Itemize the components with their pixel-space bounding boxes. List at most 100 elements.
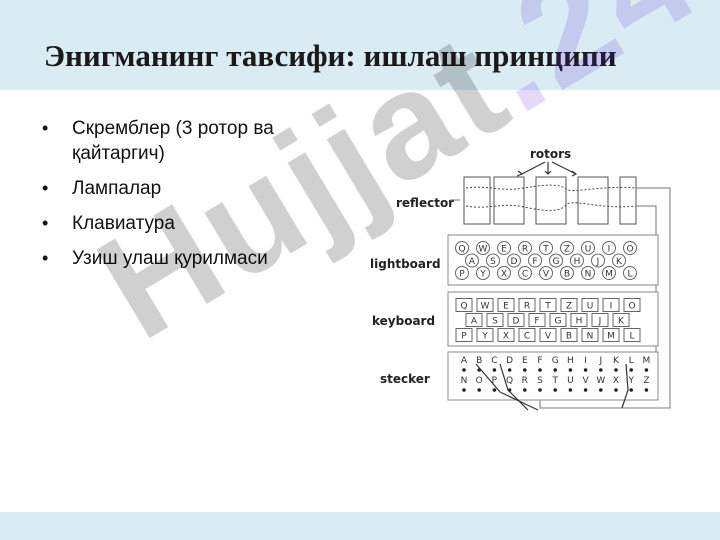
stecker-socket	[583, 368, 588, 372]
key-shape	[602, 328, 620, 342]
stecker-letter: F	[537, 356, 542, 366]
lamp-shape	[528, 253, 542, 268]
stecker-letter: C	[491, 356, 497, 366]
key-shape	[528, 313, 546, 327]
lamp-letter: F	[532, 257, 537, 267]
stecker-letter: K	[613, 356, 620, 366]
stecker-socket	[523, 388, 527, 392]
bullet-text: Скремблер (3 ротор ва қайтаргич)	[72, 118, 274, 164]
lamp-letter: Q	[458, 245, 465, 255]
bullet-item: •Узиш улаш қурилмаси	[40, 246, 315, 271]
key-letter: H	[576, 317, 583, 327]
stecker-letter: W	[596, 376, 605, 386]
lamp-letter: K	[616, 257, 623, 267]
lamp-letter: Z	[564, 245, 570, 255]
lamp-shape	[570, 253, 584, 268]
key-shape	[623, 298, 641, 312]
rotor-wiring	[465, 184, 637, 211]
lamp-shape	[518, 266, 532, 280]
stecker-letter: E	[522, 356, 528, 366]
lamp-letter: S	[490, 257, 496, 267]
bullet-item: •Лампалар	[40, 176, 315, 201]
lamp-letter: P	[459, 270, 465, 280]
stecker-socket	[644, 368, 649, 372]
stecker-socket	[492, 368, 497, 372]
stecker-socket	[538, 388, 542, 392]
bullet-dot-icon: •	[42, 178, 49, 198]
key-shape	[455, 328, 473, 342]
label-stecker: stecker	[380, 372, 430, 386]
key-letter: F	[534, 317, 539, 327]
stecker-socket	[568, 368, 573, 372]
lamp-shape	[497, 266, 511, 280]
key-shape	[623, 328, 641, 342]
bullet-list: •Скремблер (3 ротор ва қайтаргич) •Лампа…	[40, 116, 315, 281]
footer-band	[0, 512, 720, 540]
stecker-panel	[447, 351, 659, 401]
lamp-letter: O	[626, 245, 633, 255]
rotor-middle	[535, 176, 567, 225]
stecker-letter: Q	[506, 376, 513, 386]
lamp-letter: B	[564, 270, 570, 280]
lamp-shape	[497, 241, 511, 255]
key-shape	[560, 298, 578, 312]
key-letter: O	[628, 302, 635, 312]
key-shape	[539, 298, 557, 312]
lamp-shape	[507, 253, 521, 268]
enigma-diagram: rotors reflector lightboard keyboard ste…	[370, 147, 671, 411]
key-shape	[486, 313, 504, 327]
key-letter: J	[598, 317, 602, 327]
entry-wheel	[619, 176, 637, 225]
label-lightboard: lightboard	[370, 257, 441, 271]
lamp-letter: E	[501, 245, 507, 255]
bullet-item: •Скремблер (3 ротор ва қайтаргич)	[40, 116, 315, 166]
stecker-socket	[462, 368, 466, 372]
lamp-letter: X	[501, 270, 507, 280]
lamp-letter: V	[543, 270, 550, 280]
lamp-shape	[465, 253, 479, 268]
key-letter: L	[629, 332, 634, 342]
stecker-letter: D	[506, 356, 513, 366]
lamp-letter: I	[608, 245, 611, 255]
key-shape	[518, 328, 536, 342]
stecker-letter: X	[613, 376, 619, 386]
stecker-socket	[614, 388, 618, 392]
key-letter: P	[461, 332, 467, 342]
stecker-socket	[538, 368, 542, 372]
lamp-shape	[455, 241, 469, 255]
label-reflector: reflector	[396, 196, 454, 210]
key-letter: C	[524, 332, 530, 342]
key-letter: V	[545, 332, 552, 342]
stecker-letter: S	[537, 376, 543, 386]
lamp-shape	[602, 266, 616, 280]
key-letter: T	[544, 302, 551, 312]
key-shape	[518, 298, 536, 312]
stecker-socket	[492, 388, 497, 392]
key-shape	[476, 298, 494, 312]
rotor-arrows	[516, 161, 578, 177]
stecker-letter: H	[567, 356, 574, 366]
lamp-letter: C	[522, 270, 528, 280]
stecker-socket	[599, 368, 603, 372]
lamp-letter: D	[511, 257, 518, 267]
key-letter: Z	[566, 302, 572, 312]
lamp-letter: J	[596, 257, 600, 267]
key-shape	[581, 298, 599, 312]
key-shape	[591, 313, 609, 327]
key-shape	[507, 313, 525, 327]
stecker-socket	[644, 388, 649, 392]
lamp-shape	[486, 253, 500, 268]
lamp-shape	[581, 241, 595, 255]
stecker-letter: T	[551, 376, 558, 386]
lamp-shape	[539, 266, 553, 280]
stecker-letter: I	[584, 356, 587, 366]
lamp-shape	[591, 253, 605, 268]
key-letter: M	[607, 332, 615, 342]
stecker-letter: O	[476, 376, 483, 386]
lamp-shape	[623, 266, 637, 280]
stecker-letter: P	[492, 376, 498, 386]
slide-title: Энигманинг тавсифи: ишлаш принципи	[44, 38, 617, 73]
